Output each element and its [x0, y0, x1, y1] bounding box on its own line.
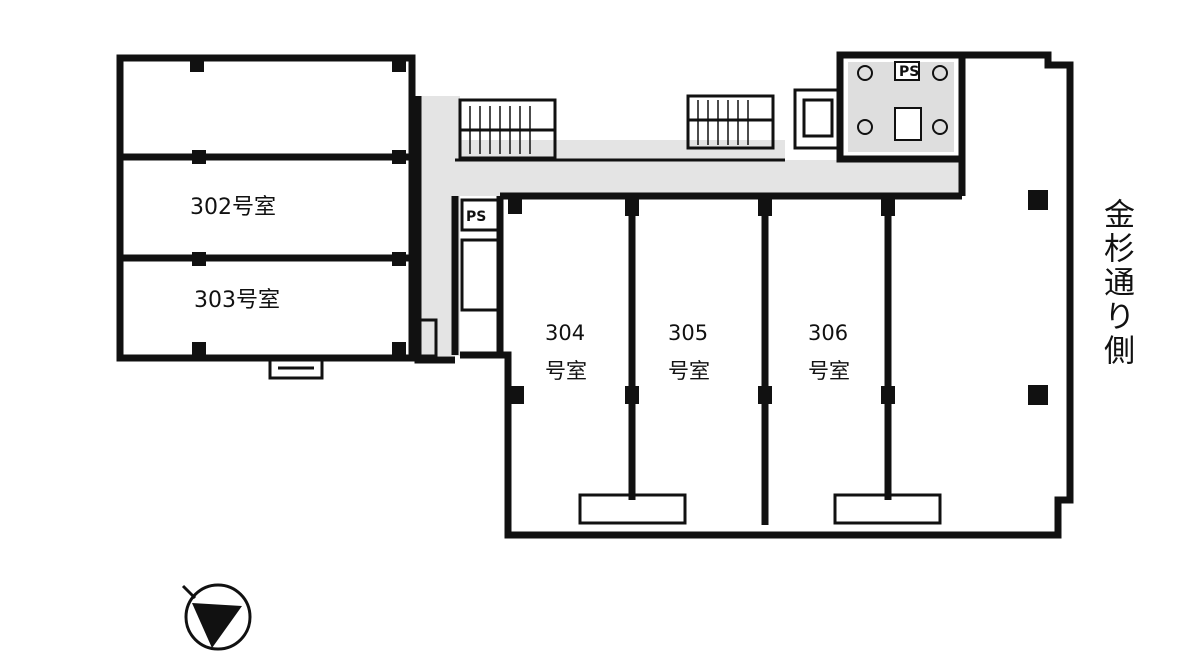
north-arrow-icon	[181, 583, 252, 651]
room-306-number: 306	[808, 321, 848, 345]
ps-label-lower: PS	[466, 209, 486, 225]
room-305-suffix: 号室	[668, 359, 710, 383]
ps-shaft: PS	[460, 198, 504, 312]
ps-label-upper: PS	[899, 64, 919, 80]
room-303-label: 303号室	[194, 288, 280, 313]
room-304-number: 304	[545, 321, 585, 345]
west-wing	[116, 54, 438, 380]
elevator	[793, 88, 842, 150]
corridor-walls	[414, 55, 966, 364]
staircase-right	[686, 94, 775, 150]
room-304-suffix: 号室	[545, 359, 587, 383]
room-302-label: 302号室	[190, 195, 276, 220]
staircase-left	[458, 98, 557, 160]
east-wing	[460, 51, 1074, 539]
room-305-number: 305	[668, 321, 708, 345]
street-side-label: 金杉通り側	[1098, 198, 1134, 368]
restroom-block: PS	[836, 51, 966, 163]
room-306-suffix: 号室	[808, 359, 850, 383]
